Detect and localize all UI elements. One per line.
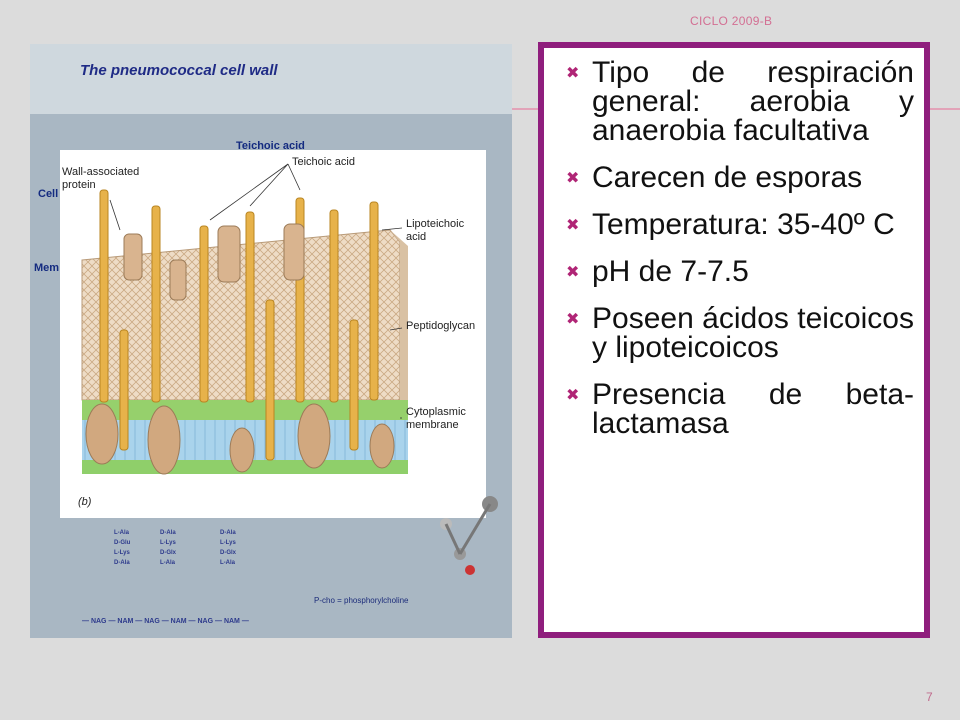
label-lipoteichoic-acid: Lipoteichoic acid <box>406 218 465 243</box>
bullet-text: Tipo de respiración general: aerobia y a… <box>592 56 914 147</box>
bullet-item: ✖ Tipo de respiración general: aerobia y … <box>552 56 914 147</box>
bg-label-teichoic: Teichoic acid <box>236 140 305 152</box>
x-mark-icon: ✖ <box>566 217 580 234</box>
bullet-text: pH de 7-7.5 <box>592 255 749 288</box>
figure-top-band <box>30 44 512 114</box>
bullet-text: Presencia de beta-lactamasa <box>592 378 914 440</box>
label-panel-b: (b) <box>78 496 92 508</box>
peptide-chain-1: L-Ala D-Glu L-Lys D-Ala <box>114 530 131 566</box>
cell-wall-illustration <box>81 163 408 475</box>
label-peptidoglycan: Peptidoglycan <box>406 320 476 332</box>
cell-wall-figure: The pneumococcal cell wall Teichoic acid… <box>30 44 512 638</box>
bullet-item: ✖ Carecen de esporas <box>552 161 914 194</box>
bg-label-mem: Mem <box>34 262 60 274</box>
label-teichoic-acid: Teichoic acid <box>292 156 355 168</box>
x-mark-icon: ✖ <box>566 387 580 404</box>
peptide-chain-2: D-Ala L-Lys D-Glx L-Ala <box>160 530 177 566</box>
bullet-text: Temperatura: 35-40º C <box>592 208 895 241</box>
figure-title: The pneumococcal cell wall <box>80 62 278 79</box>
label-cytoplasmic-membrane: Cytoplasmic membrane <box>406 406 466 431</box>
x-mark-icon: ✖ <box>566 65 580 82</box>
bullet-item: ✖ Poseen ácidos teicoicos y lipoteicoicos <box>552 302 914 364</box>
page-number: 7 <box>926 690 933 704</box>
x-mark-icon: ✖ <box>566 170 580 187</box>
bullet-text: Carecen de esporas <box>592 161 863 194</box>
glycan-backbone: — NAG — NAM — NAG — NAM — NAG — NAM — <box>82 618 249 625</box>
bullet-text: Poseen ácidos teicoicos y lipoteicoicos <box>592 302 914 364</box>
molecule-model <box>440 496 498 575</box>
bullet-item: ✖ Temperatura: 35-40º C <box>552 208 914 241</box>
cell-wall-diagram: Wall-associated protein Teichoic acid Li… <box>60 150 486 518</box>
content-panel: ✖ Tipo de respiración general: aerobia y … <box>538 42 930 638</box>
header-label: CICLO 2009-B <box>690 14 773 28</box>
x-mark-icon: ✖ <box>566 264 580 281</box>
bullet-item: ✖ pH de 7-7.5 <box>552 255 914 288</box>
peptide-chain-3: D-Ala L-Lys D-Glx L-Ala <box>220 530 237 566</box>
x-mark-icon: ✖ <box>566 311 580 328</box>
bullet-item: ✖ Presencia de beta-lactamasa <box>552 378 914 440</box>
bg-label-cell: Cell <box>38 188 59 200</box>
figure-note: P-cho = phosphorylcholine <box>314 596 409 605</box>
label-wall-protein: Wall-associated protein <box>62 166 140 191</box>
bullet-list: ✖ Tipo de respiración general: aerobia y … <box>544 48 924 440</box>
